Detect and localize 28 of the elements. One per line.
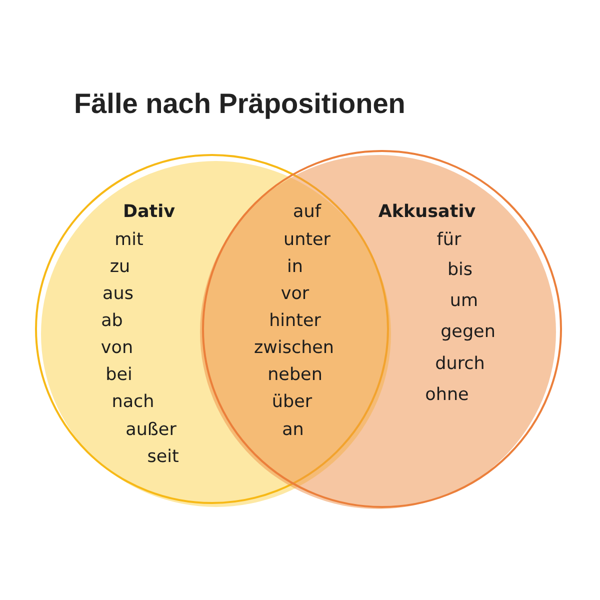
preposition: ab <box>101 310 123 332</box>
preposition: zwischen <box>254 338 334 358</box>
preposition: ohne <box>425 384 469 406</box>
preposition: nach <box>112 392 154 412</box>
preposition: bei <box>106 364 132 386</box>
preposition: hinter <box>269 310 321 332</box>
preposition: gegen <box>440 322 496 342</box>
preposition: über <box>272 392 312 412</box>
preposition: aus <box>102 284 134 304</box>
preposition: von <box>100 338 134 358</box>
preposition: in <box>287 256 303 278</box>
preposition: vor <box>280 284 310 304</box>
case-heading: Akkusativ <box>378 202 476 222</box>
preposition: mit <box>114 230 144 250</box>
preposition: bis <box>447 260 473 280</box>
preposition: durch <box>435 354 485 374</box>
venn-circle <box>198 148 564 512</box>
preposition: um <box>450 290 478 312</box>
preposition: seit <box>147 446 179 468</box>
preposition: an <box>282 420 304 440</box>
preposition: außer <box>126 420 176 440</box>
case-heading: Dativ <box>122 202 176 222</box>
preposition: zu <box>110 256 130 278</box>
preposition: auf <box>293 202 321 222</box>
preposition: unter <box>284 230 330 250</box>
preposition: für <box>436 230 462 250</box>
preposition: neben <box>268 364 322 386</box>
diagram-title: Fälle nach Präpositionen <box>74 88 406 120</box>
